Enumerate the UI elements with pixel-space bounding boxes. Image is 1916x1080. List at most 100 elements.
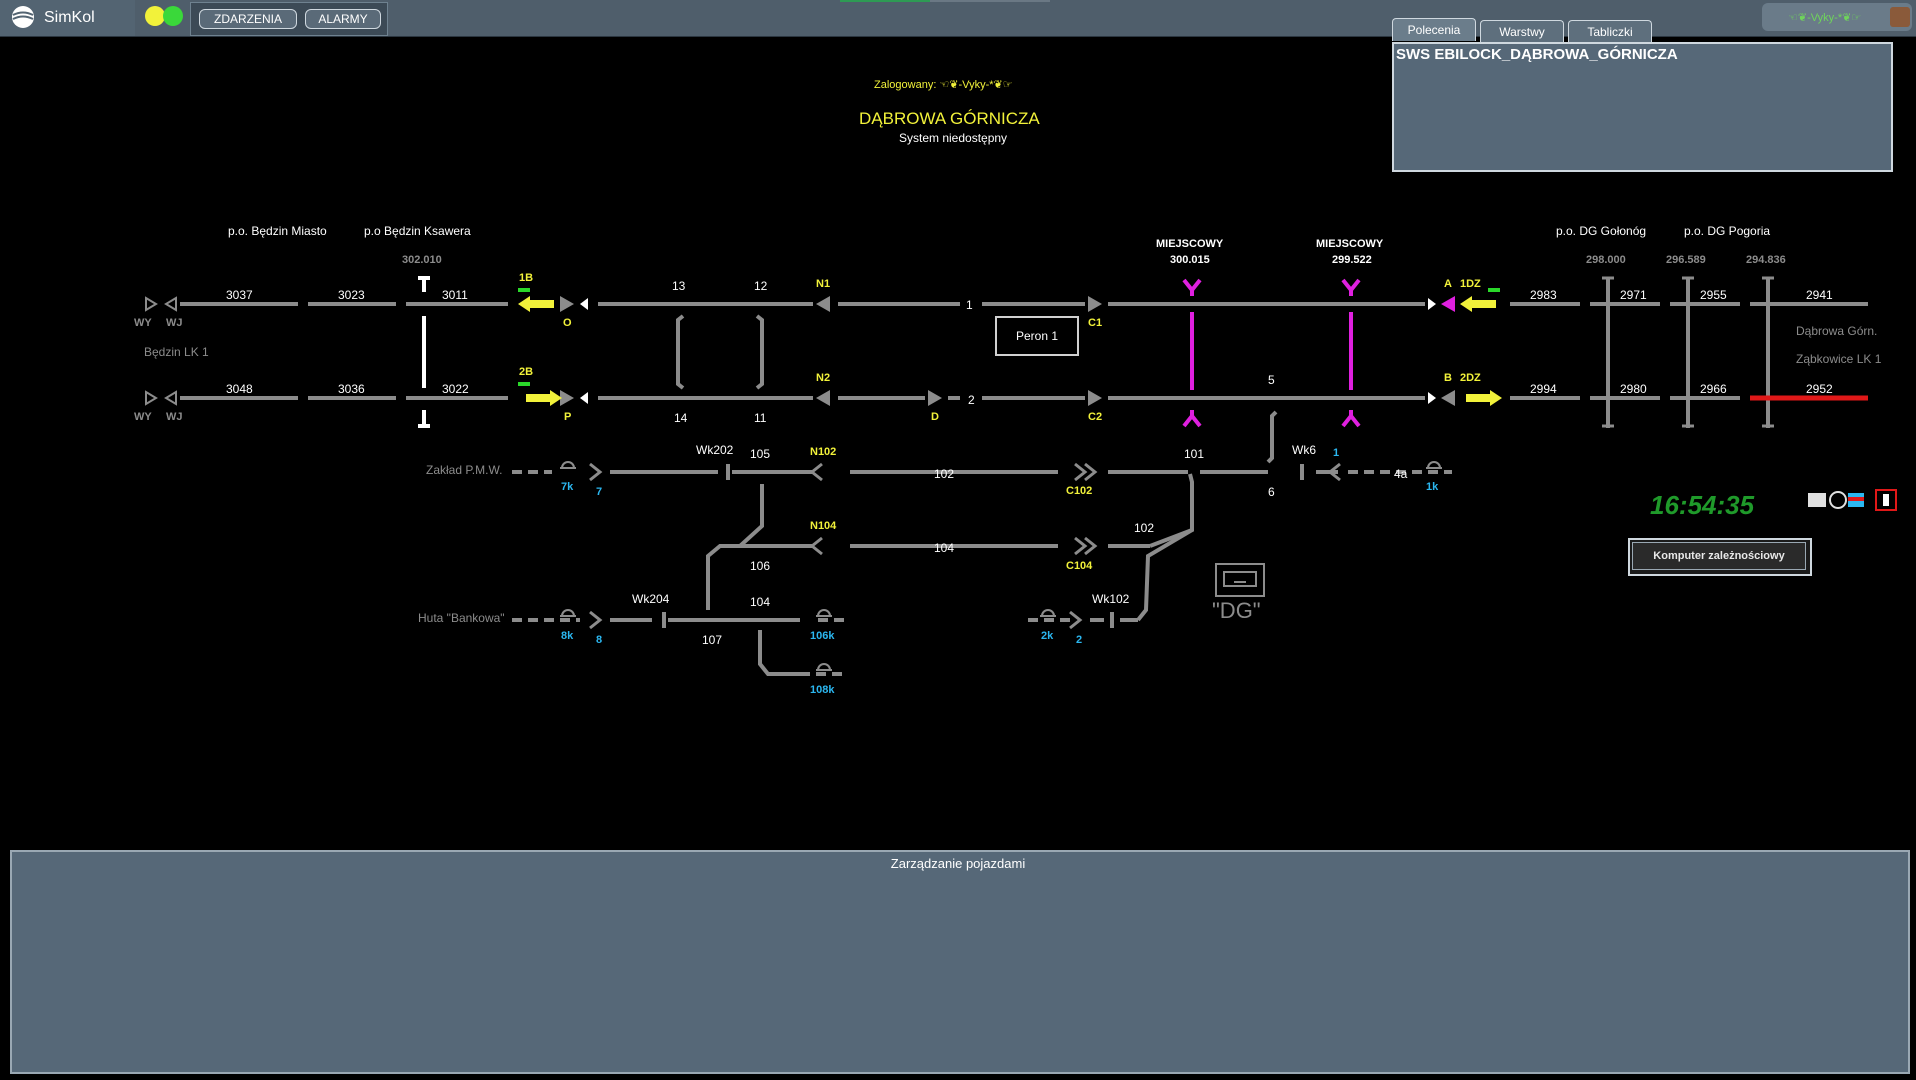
shunt-signal-label[interactable]: 1k: [1426, 481, 1439, 493]
signal-n2-arrow: [816, 390, 830, 406]
track-label: 2955: [1700, 288, 1727, 302]
miejscowy-label: MIEJSCOWY: [1156, 238, 1224, 250]
signal-label[interactable]: N102: [810, 446, 837, 458]
signal-label[interactable]: N2: [816, 372, 831, 384]
station-label: p.o. DG Gołonóg: [1556, 224, 1647, 238]
toolbar-button-group: ZDARZENIA ALARMY: [190, 2, 388, 36]
yellow-arrow-1b: [518, 296, 554, 312]
track-label: 105: [750, 447, 771, 461]
km-marker: 300.015: [1170, 254, 1210, 266]
progress-track: [930, 0, 1050, 2]
track-label: 5: [1268, 373, 1275, 387]
signal-label[interactable]: 2B: [519, 366, 534, 378]
signal-d-arrow: [928, 390, 942, 406]
signal-label[interactable]: B: [1444, 372, 1452, 384]
track-segment: [758, 630, 800, 676]
end-label: WJ: [166, 411, 183, 423]
tab-tabliczki[interactable]: Tabliczki: [1568, 20, 1652, 43]
siding-label: Zakład P.M.W.: [426, 463, 503, 477]
shunt-signal-label[interactable]: 7: [596, 486, 603, 498]
line-label: Ząbkowice LK 1: [1796, 352, 1882, 366]
miejscowy-label: MIEJSCOWY: [1316, 238, 1384, 250]
signal-label[interactable]: C2: [1088, 411, 1103, 423]
track-label: 12: [754, 279, 768, 293]
track-label: 106: [750, 559, 771, 573]
signal-label[interactable]: N1: [816, 278, 831, 290]
km-marker: 298.000: [1586, 254, 1626, 266]
switch-label: Wk202: [696, 443, 734, 457]
end-label: WY: [134, 411, 152, 423]
shunt-signal-label[interactable]: 1: [1333, 447, 1340, 459]
alarms-button[interactable]: ALARMY: [305, 9, 381, 29]
signal-n1-arrow: [816, 296, 830, 312]
signal-label[interactable]: N104: [810, 520, 837, 532]
track-label: 107: [702, 633, 723, 647]
track-label: 4a: [1394, 467, 1408, 481]
track-label: 101: [1184, 447, 1205, 461]
tab-warstwy[interactable]: Warstwy: [1480, 20, 1564, 43]
signal-b-arrow: [1441, 390, 1455, 406]
km-marker: 299.522: [1332, 254, 1372, 266]
track-label: 1: [966, 298, 973, 312]
magenta-signal-icon: [1341, 410, 1361, 428]
signal-label[interactable]: C104: [1066, 560, 1093, 572]
dg-terminal-icon: [1215, 563, 1265, 597]
track-label: 2983: [1530, 288, 1557, 302]
shunt-signal-label[interactable]: 2: [1076, 634, 1083, 646]
end-label: WY: [134, 317, 152, 329]
station-title: DĄBROWA GÓRNICZA: [859, 109, 1040, 128]
signal-label[interactable]: O: [563, 317, 572, 329]
shunt-signal-label[interactable]: 8: [596, 634, 603, 646]
clock: 16:54:35: [1650, 490, 1755, 520]
signal-label[interactable]: 1B: [519, 272, 534, 284]
connector-102b: [1136, 528, 1194, 622]
shunt-signal-label[interactable]: 7k: [561, 481, 574, 493]
signal-c2-arrow: [1088, 390, 1102, 406]
signal-c1-arrow: [1088, 296, 1102, 312]
siding-label: Huta "Bankowa": [418, 611, 505, 625]
commands-panel: [1392, 42, 1893, 172]
track-label: 104: [750, 595, 771, 609]
signal-label[interactable]: 2DZ: [1460, 372, 1481, 384]
track-label: 3048: [226, 382, 253, 396]
user-menu[interactable]: [1762, 3, 1912, 31]
shunt-signal-label[interactable]: 8k: [561, 630, 574, 642]
crossover-5: [1266, 410, 1278, 464]
shunt-signal-label[interactable]: 106k: [810, 630, 835, 642]
logo-area: [0, 0, 135, 36]
tab-polecenia[interactable]: Polecenia: [1392, 18, 1476, 41]
komputer-button[interactable]: Komputer zależnościowy: [1632, 542, 1806, 570]
track-label: 6: [1268, 485, 1275, 499]
switch-label: Wk204: [632, 592, 670, 606]
track-label: 102: [1134, 521, 1155, 535]
progress-indicator: [840, 0, 930, 2]
crossover-11: [755, 314, 764, 390]
shunt-signal-label[interactable]: 2k: [1041, 630, 1054, 642]
track-label: 2941: [1806, 288, 1833, 302]
status-lights: [145, 6, 185, 28]
switch-label: Wk6: [1292, 443, 1316, 457]
crossover-14: [676, 314, 685, 390]
connector-101-102: [1149, 473, 1194, 548]
events-button[interactable]: ZDARZENIA: [199, 9, 297, 29]
yellow-arrow-1dz: [1460, 296, 1496, 312]
dg-label: "DG": [1212, 598, 1261, 623]
track-label: 104: [934, 541, 955, 555]
signal-label[interactable]: C1: [1088, 317, 1103, 329]
track-label: 11: [754, 411, 767, 425]
signal-label[interactable]: C102: [1066, 485, 1093, 497]
signal-label[interactable]: 1DZ: [1460, 278, 1481, 290]
signal-label[interactable]: D: [931, 411, 939, 423]
signal-p-arrow: [560, 390, 574, 406]
shunt-signal-label[interactable]: 108k: [810, 684, 835, 696]
station-label: p.o Będzin Ksawera: [364, 224, 471, 238]
signal-label[interactable]: A: [1444, 278, 1452, 290]
signal-label[interactable]: P: [564, 411, 572, 423]
avatar[interactable]: [1890, 7, 1910, 27]
layer-toggle-icon: [1808, 489, 1897, 511]
track-label: 3011: [442, 288, 468, 302]
switch-label: Wk102: [1092, 592, 1130, 606]
vehicle-management-panel: [10, 850, 1910, 1074]
connector-106: [706, 484, 764, 610]
